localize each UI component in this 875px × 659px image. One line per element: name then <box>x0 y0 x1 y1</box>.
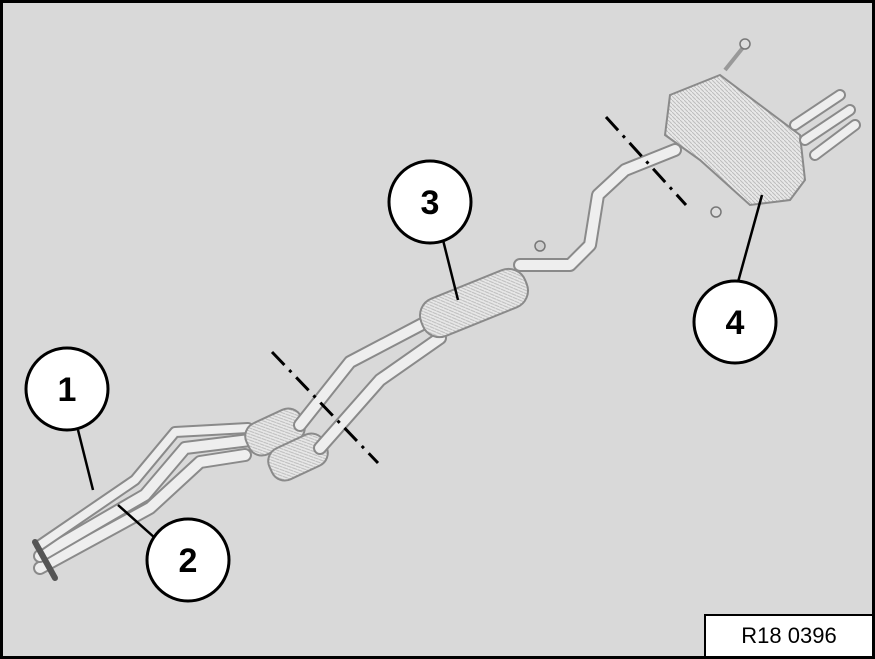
callout-4: 4 <box>692 279 778 365</box>
leader-line-2 <box>117 504 156 539</box>
reference-code: R18 0396 <box>704 614 872 656</box>
center-silencer <box>419 240 546 339</box>
callout-1: 1 <box>24 346 110 432</box>
callout-3-label: 3 <box>421 184 440 222</box>
cut-lines <box>270 115 688 465</box>
front-pipes <box>32 422 257 581</box>
callout-2: 2 <box>145 517 231 603</box>
rear-pipe <box>513 143 682 272</box>
leader-line-4 <box>736 194 764 283</box>
leader-lines <box>76 194 764 539</box>
callout-4-label: 4 <box>726 304 745 342</box>
rear-silencer <box>663 38 861 218</box>
cut-line-front <box>270 350 380 465</box>
callout-2-label: 2 <box>179 542 198 580</box>
callout-3: 3 <box>387 159 473 245</box>
callout-1-label: 1 <box>58 371 77 409</box>
leader-line-1 <box>76 429 95 491</box>
center-pipes <box>293 313 447 455</box>
leader-line-3 <box>441 239 460 301</box>
